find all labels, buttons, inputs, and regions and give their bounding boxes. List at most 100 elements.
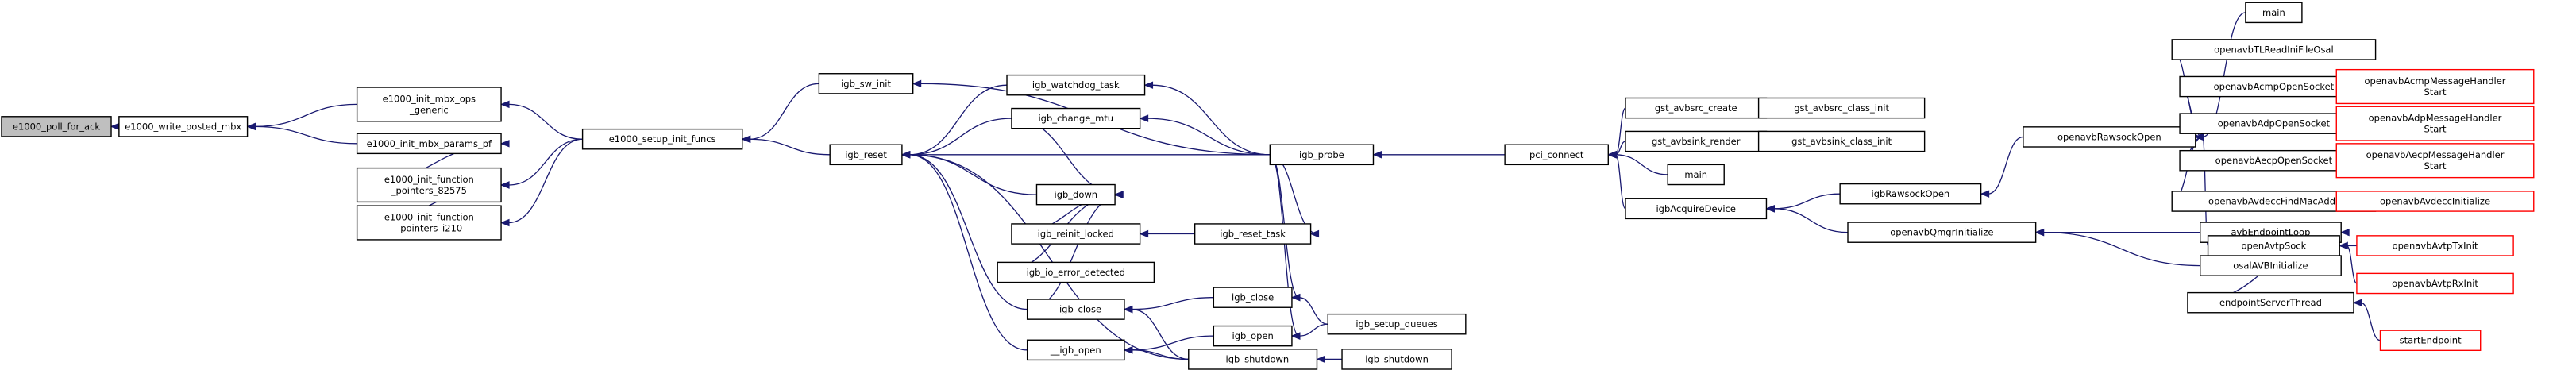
node-rso[interactable]: igbRawsockOpen — [1839, 183, 1982, 205]
node-sink[interactable]: gst_avbsink_render — [1625, 130, 1768, 152]
edge-ushut-to-uclose — [1123, 305, 1189, 360]
node-label: e1000_write_posted_mbx — [125, 121, 241, 132]
node-esif[interactable]: e1000_setup_init_funcs — [581, 128, 743, 150]
edge-arrowhead — [1980, 190, 1990, 198]
node-label: pci_connect — [1529, 149, 1584, 160]
edge-arrowhead — [1765, 205, 1775, 213]
edge-arrowhead — [110, 122, 120, 131]
node-pci[interactable]: pci_connect — [1504, 144, 1609, 166]
node-box — [1026, 339, 1125, 361]
edge-line — [1131, 349, 1189, 360]
node-ushut[interactable]: __igb_shutdown — [1188, 349, 1318, 370]
node-rx[interactable]: openavbAvtpRxInit — [2356, 272, 2514, 295]
node-qmgr[interactable]: openavbQmgrInitialize — [1847, 222, 2037, 243]
node-box — [356, 133, 502, 155]
node-close[interactable]: igb_close — [1213, 287, 1293, 308]
node-label: igbRawsockOpen — [1872, 188, 1950, 199]
edge-arrowhead — [1290, 293, 1301, 302]
edge-wpm-to-poll — [110, 122, 120, 131]
node-label: e1000_init_mbx_params_pf — [367, 138, 492, 149]
node-box — [118, 116, 249, 137]
edge-ushut-to-uopen — [1123, 346, 1189, 360]
node-box — [2245, 2, 2303, 24]
node-label: igb_shutdown — [1365, 353, 1429, 364]
edge-line — [1298, 323, 1328, 337]
edge-pci-to-probe — [1372, 151, 1506, 159]
node-ifp82[interactable]: e1000_init_function_pointers_82575 — [356, 167, 502, 203]
edge-arrowhead — [499, 218, 510, 227]
node-est[interactable]: endpointServerThread — [2187, 291, 2354, 314]
node-ifpi[interactable]: e1000_init_function_pointers_i210 — [356, 205, 502, 241]
node-box — [1341, 349, 1452, 370]
edge-mtu-to-reset — [900, 118, 1012, 159]
edge-line — [508, 138, 583, 186]
edge-main1-to-pci — [1606, 151, 1668, 175]
node-imp[interactable]: e1000_init_mbx_params_pf — [356, 133, 502, 155]
node-box — [2356, 235, 2514, 256]
node-srcci[interactable]: gst_avbsrc_class_init — [1757, 97, 1926, 119]
node-avinit[interactable]: openavbAvdeccInitialize — [2335, 191, 2535, 212]
node-uopen[interactable]: __igb_open — [1026, 339, 1125, 361]
node-probe[interactable]: igb_probe — [1269, 144, 1375, 166]
node-fma[interactable]: openavbAvdeccFindMacAddr — [2171, 191, 2377, 212]
node-box — [356, 167, 502, 203]
node-osal[interactable]: osalAVBInitialize — [2200, 255, 2342, 276]
edge-line — [1773, 208, 1849, 233]
node-acq[interactable]: igbAcquireDevice — [1625, 198, 1768, 220]
edge-se-to-est — [2352, 299, 2381, 341]
node-imo[interactable]: e1000_init_mbx_ops_generic — [356, 87, 502, 122]
node-label: _generic — [409, 104, 449, 115]
edge-arrowhead — [1372, 151, 1382, 159]
node-swinit[interactable]: igb_sw_init — [818, 73, 914, 94]
node-sq[interactable]: igb_setup_queues — [1327, 313, 1467, 335]
node-sinkci[interactable]: gst_avbsink_class_init — [1757, 130, 1926, 152]
node-tlr[interactable]: openavbTLReadIniFileOsal — [2171, 39, 2377, 60]
edge-line — [1773, 193, 1841, 210]
node-main1[interactable]: main — [1667, 164, 1725, 186]
node-ioerr[interactable]: igb_io_error_detected — [997, 261, 1155, 283]
node-orso[interactable]: openavbRawsockOpen — [2023, 126, 2196, 148]
node-reset[interactable]: igb_reset — [829, 144, 903, 166]
node-se[interactable]: startEndpoint — [2379, 330, 2482, 352]
node-box — [1757, 97, 1926, 119]
node-label: openavbTLReadIniFileOsal — [2214, 44, 2334, 55]
node-tx[interactable]: openavbAvtpTxInit — [2356, 235, 2514, 256]
node-open[interactable]: igb_open — [1213, 325, 1293, 347]
node-box — [1504, 144, 1609, 166]
node-rtask[interactable]: igb_reset_task — [1194, 223, 1312, 245]
node-uclose[interactable]: __igb_close — [1026, 299, 1125, 320]
node-main2[interactable]: main — [2245, 2, 2303, 24]
node-box — [997, 261, 1155, 283]
node-down[interactable]: igb_down — [1035, 183, 1116, 206]
node-label: e1000_setup_init_funcs — [609, 133, 716, 145]
edge-orso-to-rso — [1980, 136, 2023, 198]
node-mtu[interactable]: igb_change_mtu — [1011, 107, 1141, 129]
edge-uclose-to-reset — [900, 151, 1028, 310]
node-label: igb_setup_queues — [1355, 318, 1437, 330]
node-wdt[interactable]: igb_watchdog_task — [1006, 74, 1146, 96]
node-box — [1026, 299, 1125, 320]
node-label: openavbAvdeccInitialize — [2380, 196, 2490, 207]
node-label: e1000_poll_for_ack — [13, 121, 101, 132]
edge-arrowhead — [1139, 229, 1149, 238]
edge-line — [908, 154, 1028, 310]
edge-arrowhead — [1309, 229, 1320, 238]
edge-line — [2360, 302, 2381, 341]
node-box — [2379, 330, 2482, 352]
node-src[interactable]: gst_avbsrc_create — [1625, 97, 1768, 119]
edge-arrowhead — [912, 79, 922, 88]
edge-shut-to-ushut — [1316, 355, 1343, 364]
edge-rtask-to-reinit — [1139, 229, 1195, 238]
node-avtp[interactable]: openAvtpSock — [2207, 235, 2340, 256]
node-label: main — [2262, 7, 2285, 18]
node-poll[interactable]: e1000_poll_for_ack — [1, 116, 112, 137]
edge-arrowhead — [2352, 299, 2362, 306]
node-wpm[interactable]: e1000_write_posted_mbx — [118, 116, 249, 137]
node-shut[interactable]: igb_shutdown — [1341, 349, 1452, 370]
node-box — [2187, 291, 2354, 314]
node-reinit[interactable]: igb_reinit_locked — [1011, 223, 1141, 245]
